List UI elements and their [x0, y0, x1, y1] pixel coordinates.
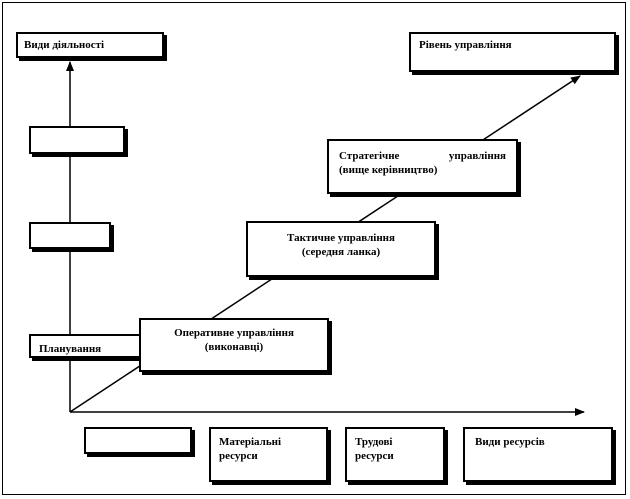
material-resources-sub: ресурси	[219, 450, 258, 462]
tactical-management-box: Тактичне управління (середня ланка)	[246, 221, 436, 277]
tactical-management-sub: (середня ланка)	[301, 246, 381, 258]
resource-blank-box	[84, 427, 192, 454]
labor-resources-sub: ресурси	[355, 450, 394, 462]
tactical-management-label: Тактичне управління	[287, 232, 395, 244]
diagram-frame	[2, 2, 626, 495]
management-level-label: Рівень управління	[419, 39, 512, 51]
activity-blank-box-2	[29, 222, 111, 249]
operational-management-label: Оперативне управління	[174, 327, 294, 339]
planning-box: Планування	[29, 334, 141, 358]
labor-resources-label: Трудові	[355, 436, 393, 448]
strategic-management-sub: (вище керівництво)	[339, 164, 438, 176]
resource-types-label: Види ресурсів	[475, 436, 545, 448]
labor-resources-box: Трудові ресурси	[345, 427, 445, 482]
operational-management-box: Оперативне управління (виконавці)	[139, 318, 329, 372]
activity-blank-box-1	[29, 126, 125, 154]
operational-management-sub: (виконавці)	[204, 341, 264, 353]
material-resources-box: Матеріальні ресурси	[209, 427, 328, 482]
resource-types-box: Види ресурсів	[463, 427, 613, 482]
management-level-box: Рівень управління	[409, 32, 616, 72]
strategic-management-box: Стратегічне управління (вище керівництво…	[327, 139, 518, 194]
material-resources-label: Матеріальні	[219, 436, 282, 448]
activity-types-label: Види діяльності	[24, 39, 105, 51]
strategic-management-label: Стратегічне управління	[339, 150, 506, 162]
planning-label: Планування	[39, 343, 102, 355]
activity-types-box: Види діяльності	[16, 32, 164, 58]
